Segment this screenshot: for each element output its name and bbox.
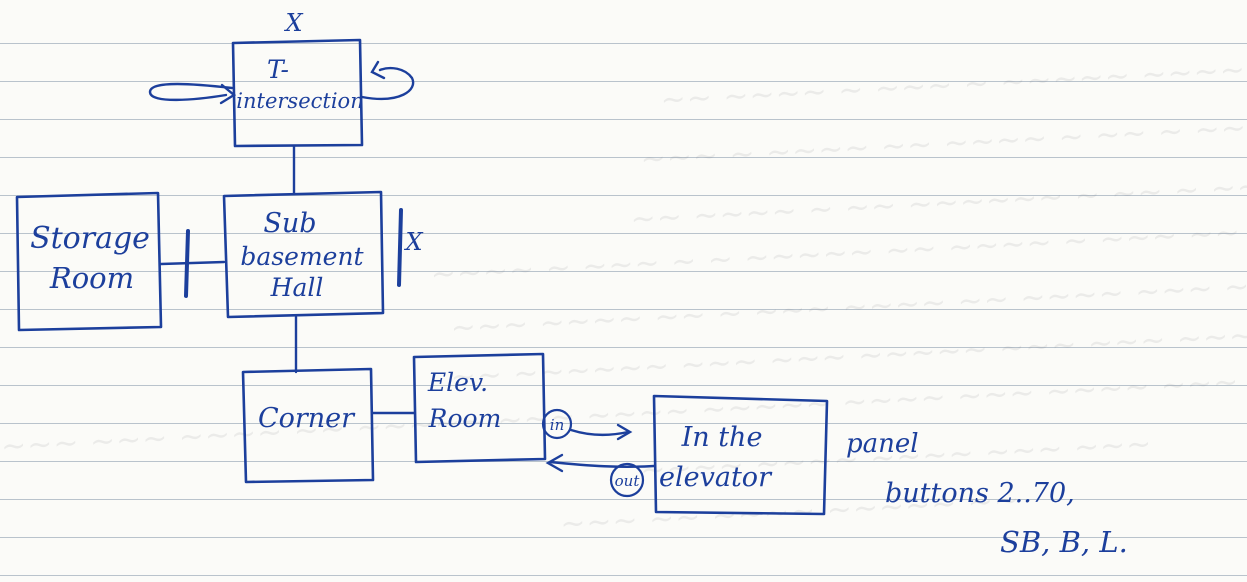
node-corner: Corner [241, 367, 375, 484]
node-t-intersection: X T- intersection [148, 9, 415, 148]
elevator-box [652, 394, 829, 516]
t-intersection-label-line2: intersection [236, 89, 363, 113]
elev-room-label-line2: Room [428, 404, 502, 433]
out-arrowhead [545, 453, 564, 473]
storage-room-label-line2: Room [49, 261, 134, 295]
door-bar-storage [184, 229, 190, 298]
corner-label: Corner [258, 403, 356, 434]
elevator-label-line1: In the [681, 422, 763, 453]
connector-out: out [545, 453, 656, 498]
in-circle [541, 408, 573, 440]
link-storage-sub-basement [159, 260, 226, 266]
node-sub-basement-hall: Sub basement Hall X [222, 190, 423, 319]
sub-basement-box [222, 190, 385, 319]
t-intersection-label-line1: T- [267, 55, 289, 84]
sub-basement-label-line1: Sub [263, 208, 316, 239]
notes-line1: panel [846, 429, 919, 459]
notes-line3: SB, B, L. [1000, 525, 1128, 559]
blocked-east-mark: X [403, 228, 423, 256]
out-circle [609, 462, 645, 498]
in-label: in [550, 416, 564, 434]
in-arrowhead [616, 423, 633, 441]
arrowhead-right [370, 60, 386, 80]
node-storage-room: Storage Room [15, 191, 163, 332]
elevator-label-line2: elevator [659, 462, 773, 493]
loop-back-arrow-left [148, 82, 234, 102]
node-in-the-elevator: In the elevator [652, 394, 829, 516]
storage-room-box [15, 191, 163, 332]
out-label: out [615, 472, 641, 490]
elev-room-label-line1: Elev. [427, 368, 488, 397]
connector-in: in [541, 408, 633, 441]
door-bar-east [397, 208, 403, 287]
sub-basement-label-line2: basement [240, 242, 364, 271]
notes-line2: buttons 2..70, [885, 478, 1075, 509]
out-arrow [548, 460, 656, 468]
elev-room-box [412, 352, 547, 464]
in-arrow [569, 428, 630, 436]
arrowhead-left [219, 83, 237, 105]
t-intersection-box [231, 38, 364, 148]
elevator-panel-notes: panel buttons 2..70, SB, B, L. [846, 429, 1128, 559]
loop-back-arrow-right [360, 66, 415, 101]
blocked-north-mark: X [283, 9, 303, 37]
storage-room-label-line1: Storage [30, 221, 150, 256]
node-elev-room: Elev. Room [412, 352, 547, 464]
corner-box [241, 367, 375, 484]
sub-basement-label-line3: Hall [270, 273, 324, 302]
